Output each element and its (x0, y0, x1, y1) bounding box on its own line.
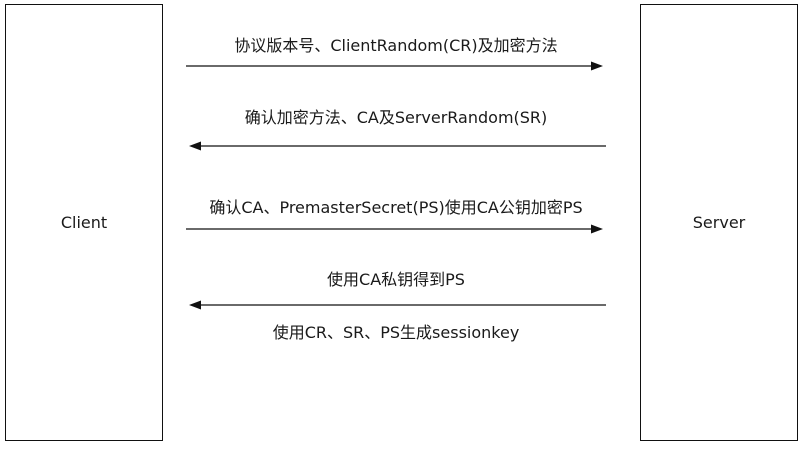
message-label-3: 确认CA、PremasterSecret(PS)使用CA公钥加密PS (209, 198, 583, 217)
arrow-right-head-icon (591, 224, 603, 234)
message-label-1: 协议版本号、ClientRandom(CR)及加密方法 (234, 36, 558, 55)
server-box: Server (640, 4, 798, 441)
message-label-4: 使用CA私钥得到PS (327, 270, 465, 289)
arrow-left-head-icon (189, 141, 201, 151)
client-label: Client (60, 213, 108, 232)
client-box: Client (5, 4, 163, 441)
server-label: Server (692, 213, 746, 232)
message-label-5: 使用CR、SR、PS生成sessionkey (272, 323, 520, 342)
arrow-left-head-icon (189, 300, 201, 310)
arrow-4 (189, 300, 606, 310)
message-label-2: 确认加密方法、CA及ServerRandom(SR) (244, 108, 548, 127)
arrow-right-head-icon (591, 61, 603, 71)
arrow-1 (186, 61, 603, 71)
arrow-2 (189, 141, 606, 151)
arrow-3 (186, 224, 603, 234)
